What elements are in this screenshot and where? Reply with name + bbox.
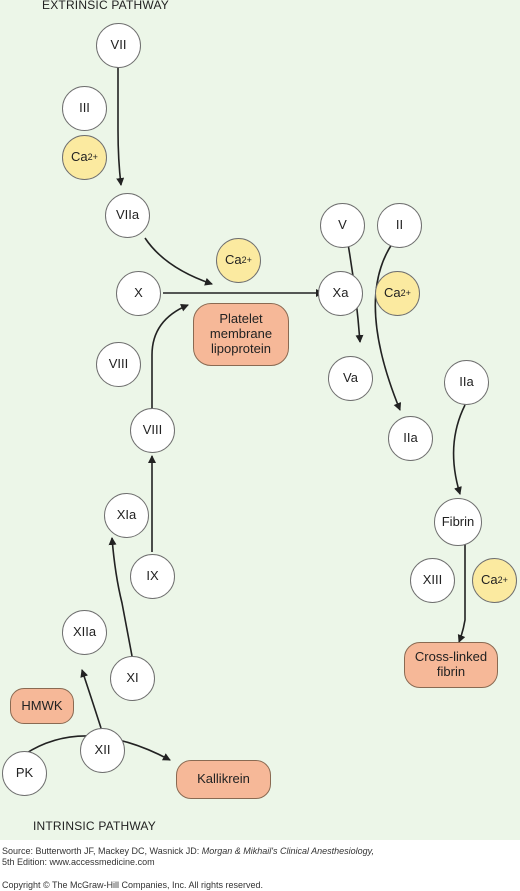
calcium-charge: 2+ [241,255,252,266]
factor-va: Va [328,356,373,401]
calcium-charge: 2+ [497,575,508,586]
factor-pk: PK [2,751,47,796]
arrow-fibrin-to-crosslinked [457,540,466,643]
arrow-layer [24,64,466,761]
calcium-symbol: Ca [225,252,242,268]
factor-xi: XI [110,656,155,701]
arrow-iia-to-fibrin [452,404,466,495]
intrinsic-pathway-title: INTRINSIC PATHWAY [33,819,156,833]
cross-linked-fibrin: Cross-linked fibrin [404,642,498,688]
factor-x: X [116,271,161,316]
kallikrein: Kallikrein [176,760,271,799]
source-book-title: Morgan & Mikhail's Clinical Anesthesiolo… [201,846,375,856]
factor-iia-upper: IIa [444,360,489,405]
platelet-membrane-lipoprotein: Platelet membrane lipoprotein [193,303,289,366]
calcium-symbol: Ca [71,149,88,165]
arrow-ii-to-iia [374,243,402,411]
factor-viii-lower: VIII [130,408,175,453]
calcium-charge: 2+ [87,152,98,163]
factor-vii: VII [96,23,141,68]
factor-xiii: XIII [410,558,455,603]
source-edition: 5th Edition: www.accessmedicine.com [2,857,155,867]
factor-xia: XIa [104,493,149,538]
factor-ix: IX [130,554,175,599]
factor-xa: Xa [318,271,363,316]
source-prefix: Source: Butterworth JF, Mackey DC, Wasni… [2,846,202,856]
calcium-symbol: Ca [481,572,498,588]
calcium-symbol: Ca [384,285,401,301]
source-citation: Source: Butterworth JF, Mackey DC, Wasni… [2,846,518,857]
factor-viia: VIIa [105,193,150,238]
arrow-vii-to-viia [116,64,125,186]
factor-v: V [320,203,365,248]
fibrin: Fibrin [434,498,482,546]
arrow-xi-to-xia [108,537,133,657]
extrinsic-pathway-title: EXTRINSIC PATHWAY [42,0,169,12]
hmwk: HMWK [10,688,74,724]
copyright-notice: Copyright © The McGraw-Hill Companies, I… [2,880,264,890]
calcium-charge: 2+ [400,288,411,299]
arrow-viii-to-platelet [151,304,189,410]
arrow-xii-to-xiia [80,669,102,729]
arrow-viia-to-platelet [144,237,213,286]
factor-xiia: XIIa [62,610,107,655]
factor-ii: II [377,203,422,248]
factor-xii: XII [80,728,125,773]
factor-viii-upper: VIII [96,342,141,387]
factor-iia-lower: IIa [388,416,433,461]
factor-iii: III [62,86,107,131]
